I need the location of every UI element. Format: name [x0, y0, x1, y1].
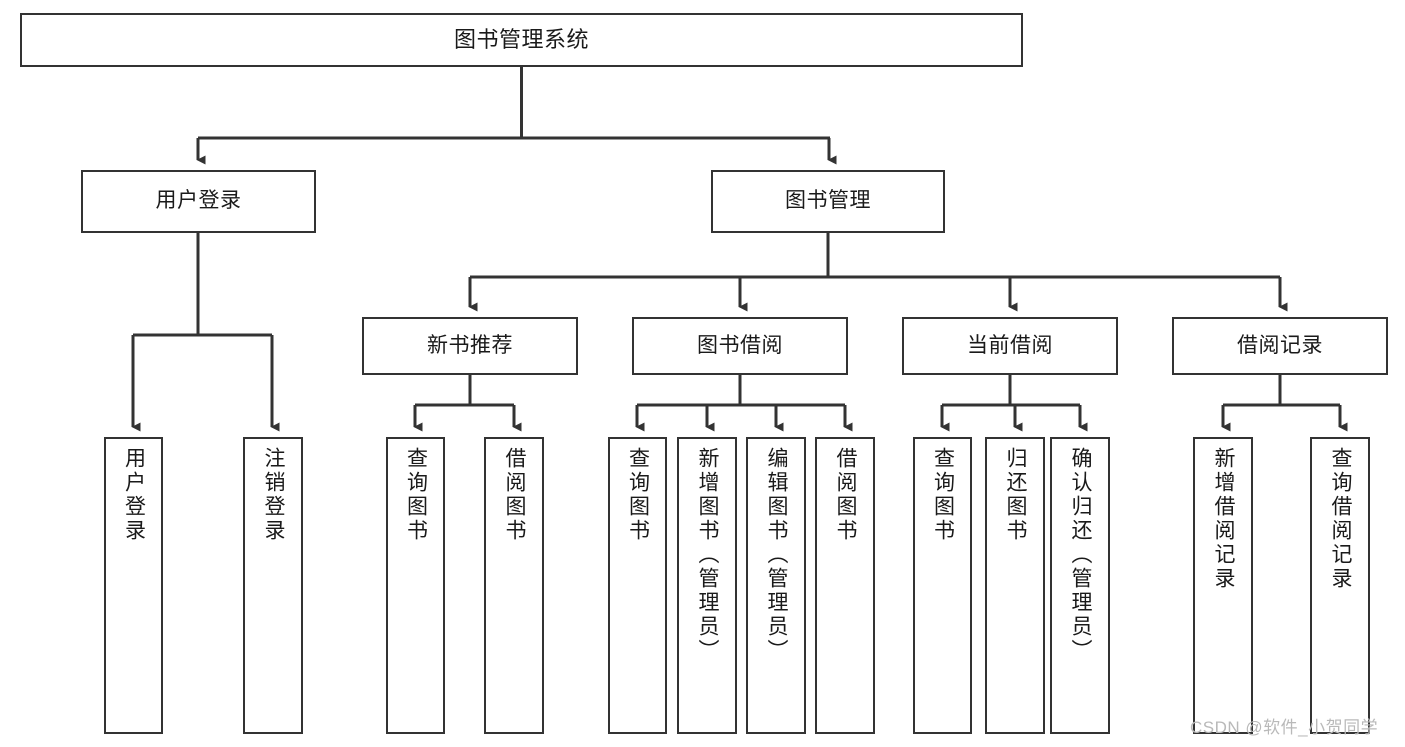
node-leaf-user-logout[interactable]: 注销登录 — [243, 437, 303, 734]
node-leaf-add-record[interactable]: 新增借阅记录 — [1193, 437, 1253, 734]
node-leaf-borrow-book-1-label: 借阅图书 — [503, 447, 527, 543]
node-leaf-query-record-label: 查询借阅记录 — [1329, 447, 1353, 591]
node-leaf-add-record-label: 新增借阅记录 — [1212, 447, 1236, 591]
csdn-watermark: CSDN @软件_小贺同学 — [1190, 718, 1379, 737]
node-book-borrow-label: 图书借阅 — [697, 333, 783, 357]
node-borrow-record-label: 借阅记录 — [1237, 333, 1323, 357]
node-leaf-add-book[interactable]: 新增图书（管理员） — [677, 437, 737, 734]
node-leaf-edit-book-label: 编辑图书（管理员） — [765, 447, 789, 663]
node-leaf-return-book-label: 归还图书 — [1004, 447, 1028, 543]
node-leaf-edit-book[interactable]: 编辑图书（管理员） — [746, 437, 806, 734]
node-current-borrow-label: 当前借阅 — [967, 333, 1053, 357]
node-leaf-query-book-2[interactable]: 查询图书 — [608, 437, 667, 734]
node-borrow-record[interactable]: 借阅记录 — [1172, 317, 1388, 375]
node-leaf-confirm-return[interactable]: 确认归还（管理员） — [1050, 437, 1110, 734]
node-leaf-add-book-label: 新增图书（管理员） — [696, 447, 720, 663]
node-leaf-query-book-1[interactable]: 查询图书 — [386, 437, 445, 734]
node-leaf-query-book-1-label: 查询图书 — [404, 447, 428, 543]
node-leaf-user-login-label: 用户登录 — [122, 447, 146, 543]
node-root-label: 图书管理系统 — [453, 27, 589, 53]
node-new-book-recommend[interactable]: 新书推荐 — [362, 317, 578, 375]
node-user-login[interactable]: 用户登录 — [81, 170, 316, 233]
node-leaf-query-book-2-label: 查询图书 — [626, 447, 650, 543]
node-leaf-query-book-3[interactable]: 查询图书 — [913, 437, 972, 734]
node-leaf-confirm-return-label: 确认归还（管理员） — [1069, 447, 1093, 663]
node-leaf-borrow-book-2[interactable]: 借阅图书 — [815, 437, 875, 734]
node-book-borrow[interactable]: 图书借阅 — [632, 317, 848, 375]
node-leaf-return-book[interactable]: 归还图书 — [985, 437, 1045, 734]
node-user-login-label: 用户登录 — [155, 189, 242, 213]
node-book-manage-label: 图书管理 — [785, 189, 871, 213]
node-leaf-user-login[interactable]: 用户登录 — [104, 437, 163, 734]
node-leaf-borrow-book-2-label: 借阅图书 — [834, 447, 858, 543]
node-root[interactable]: 图书管理系统 — [20, 13, 1023, 67]
node-leaf-user-logout-label: 注销登录 — [262, 447, 286, 543]
node-book-manage[interactable]: 图书管理 — [711, 170, 945, 233]
node-leaf-query-record[interactable]: 查询借阅记录 — [1310, 437, 1370, 734]
node-new-book-recommend-label: 新书推荐 — [427, 333, 513, 357]
node-current-borrow[interactable]: 当前借阅 — [902, 317, 1118, 375]
node-leaf-borrow-book-1[interactable]: 借阅图书 — [484, 437, 544, 734]
node-leaf-query-book-3-label: 查询图书 — [931, 447, 955, 543]
